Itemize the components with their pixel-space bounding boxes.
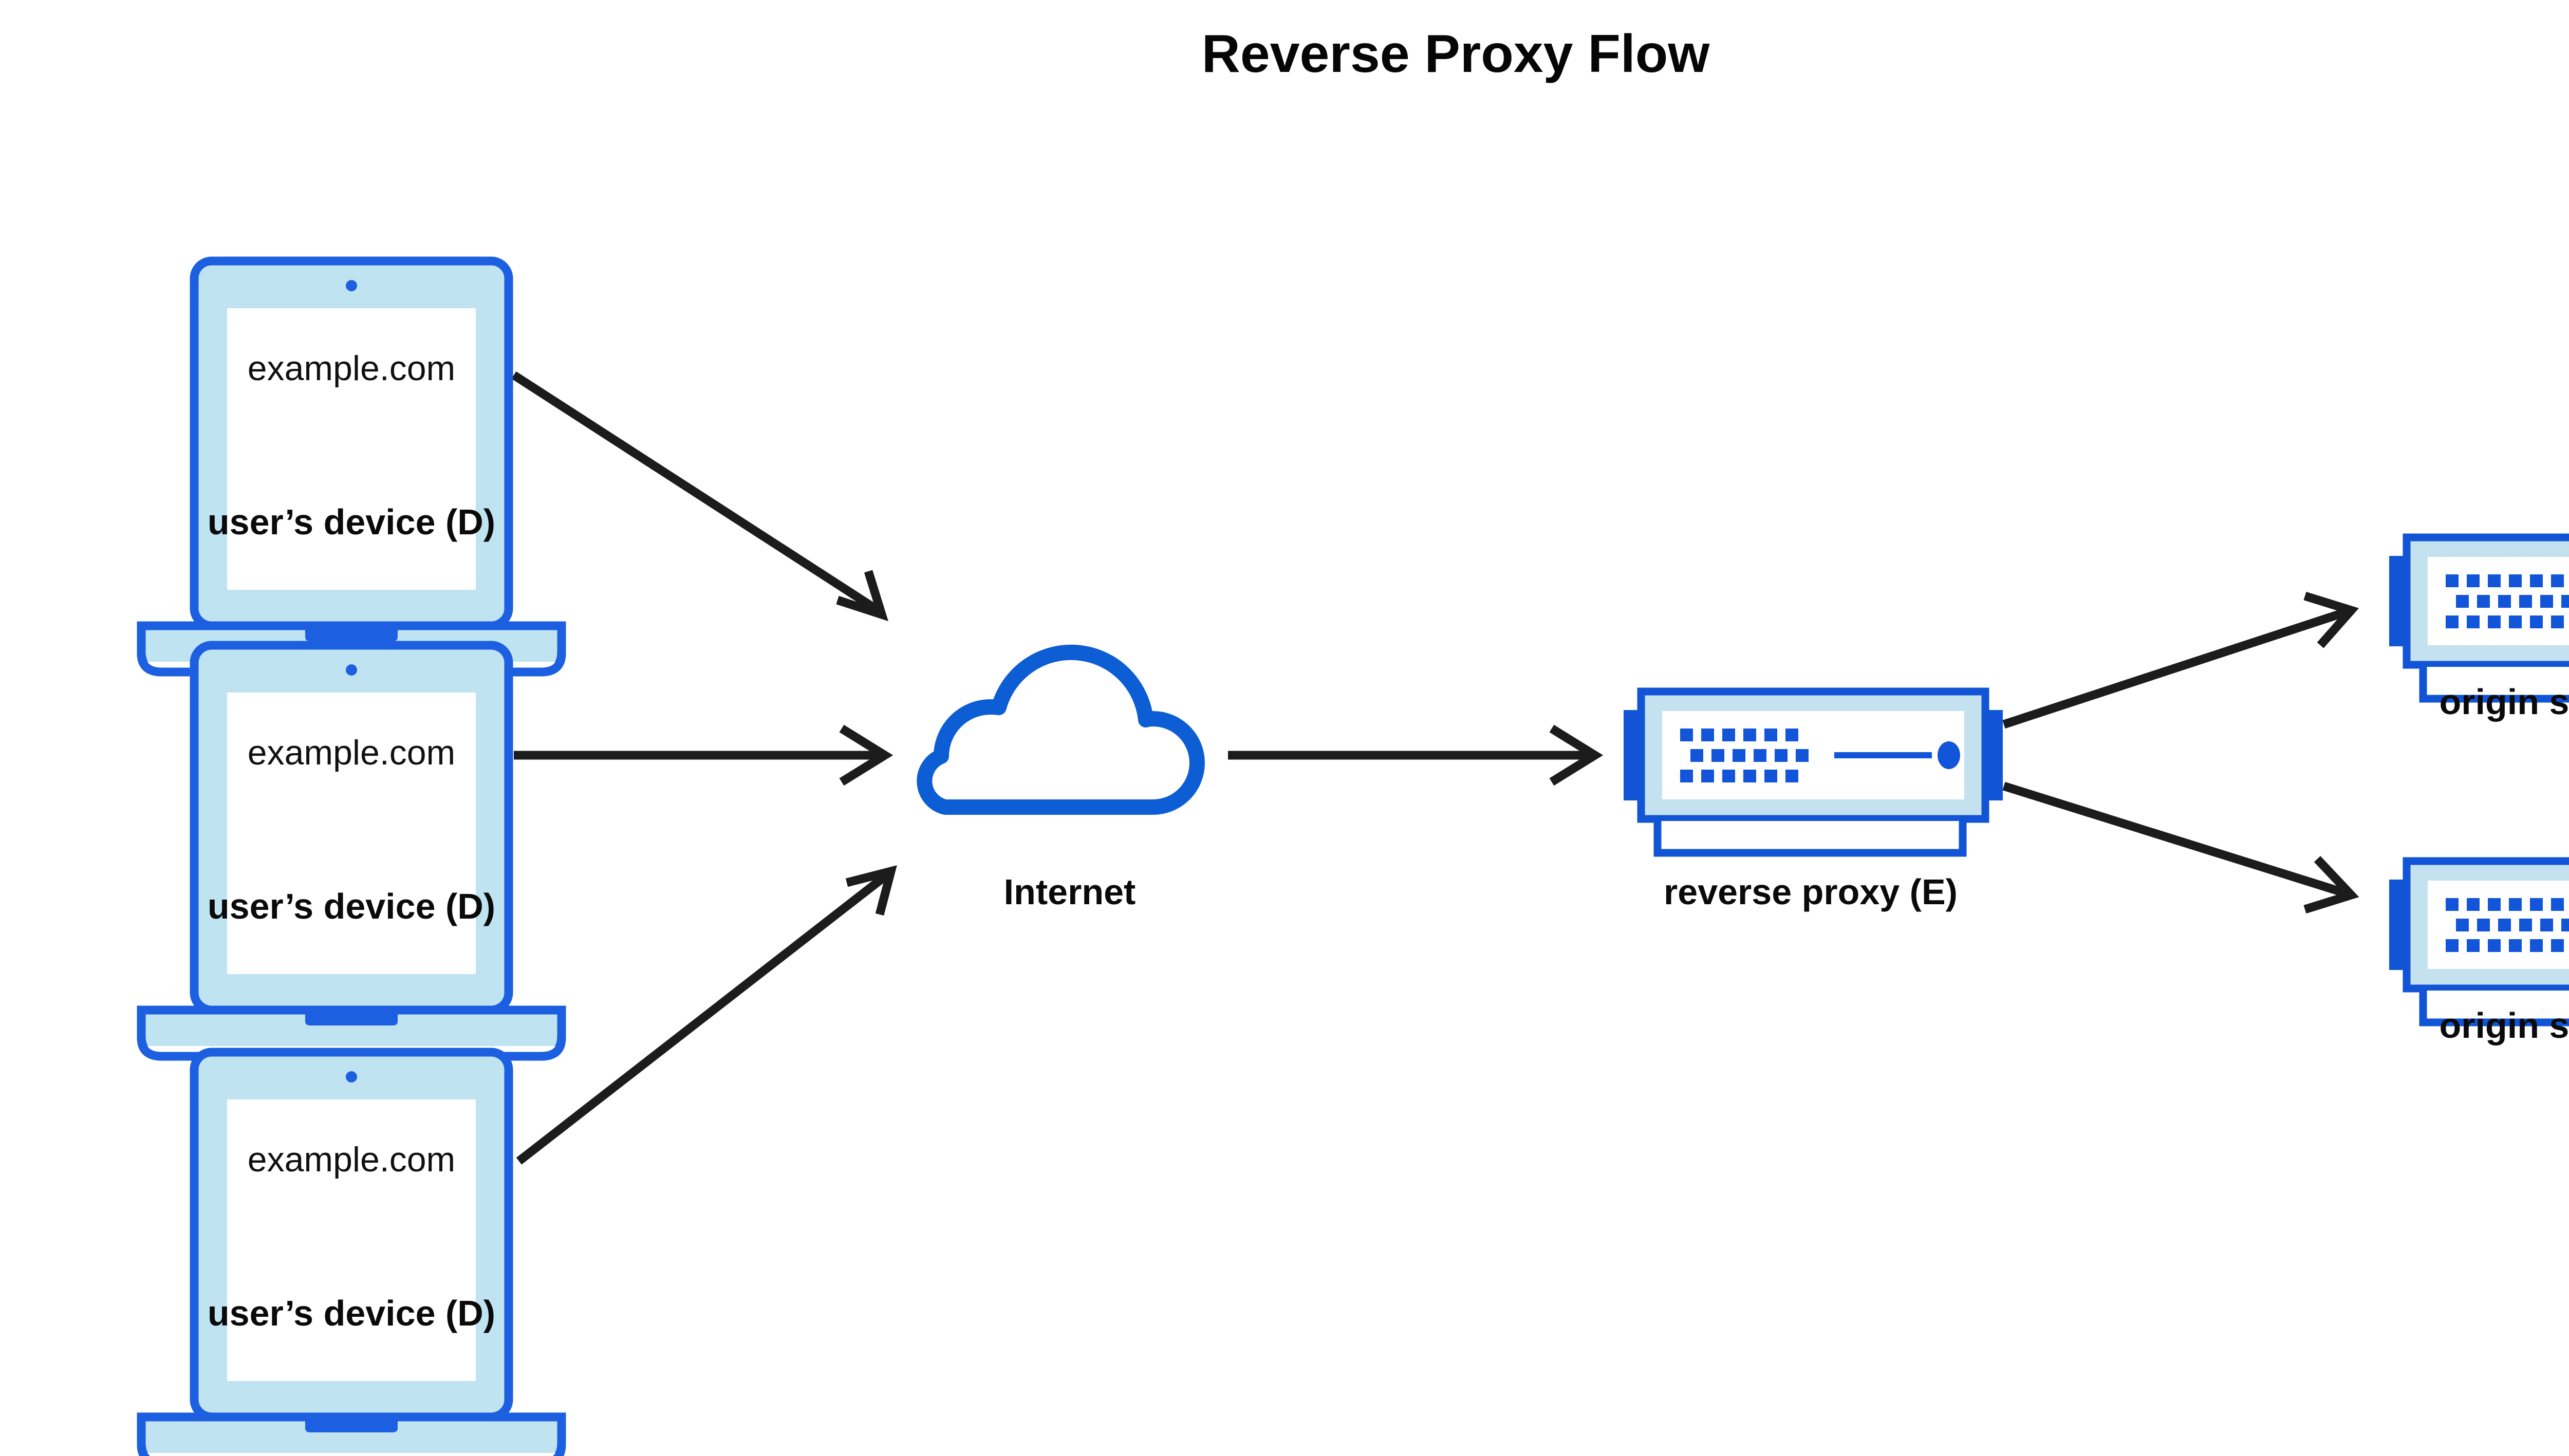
device-label: user’s device (D)	[208, 1293, 495, 1333]
device-screen-text: example.com	[248, 733, 455, 772]
edge-device-bottom-to-cloud	[516, 865, 897, 1165]
origin-label: origin server (F)	[2440, 682, 2569, 722]
edge-device-middle-to-cloud	[514, 724, 893, 786]
device-screen-text: example.com	[248, 349, 455, 388]
server-icon	[2389, 861, 2569, 1022]
cloud-icon	[924, 652, 1197, 807]
server-icon	[1624, 692, 2003, 853]
node-reverse-proxy[interactable]: reverse proxy (E)	[1624, 692, 2003, 912]
page-title: Reverse Proxy Flow	[1202, 24, 1710, 84]
device-label: user’s device (D)	[208, 886, 495, 926]
edge-proxy-to-origin-top	[2002, 591, 2359, 729]
laptop-icon	[141, 1052, 562, 1456]
edge-cloud-to-proxy	[1228, 724, 1604, 786]
node-device-bottom[interactable]: example.com user’s device (D)	[141, 1052, 562, 1456]
proxy-label: reverse proxy (E)	[1664, 872, 1958, 912]
edge-proxy-to-origin-bottom	[2002, 781, 2359, 914]
node-internet-cloud[interactable]: Internet	[924, 652, 1197, 912]
device-screen-text: example.com	[248, 1140, 455, 1179]
node-origin-top[interactable]: origin server (F)	[2389, 537, 2569, 722]
server-icon	[2389, 537, 2569, 699]
device-label: user’s device (D)	[208, 502, 495, 542]
node-origin-bottom[interactable]: origin server (F)	[2389, 861, 2569, 1046]
laptop-icon	[141, 261, 562, 676]
cloud-label: Internet	[1004, 872, 1136, 912]
edge-device-top-to-cloud	[511, 371, 888, 622]
node-device-top[interactable]: example.com user’s device (D)	[141, 261, 562, 676]
laptop-icon	[141, 645, 562, 1060]
node-device-middle[interactable]: example.com user’s device (D)	[141, 645, 562, 1060]
origin-label: origin server (F)	[2440, 1005, 2569, 1046]
